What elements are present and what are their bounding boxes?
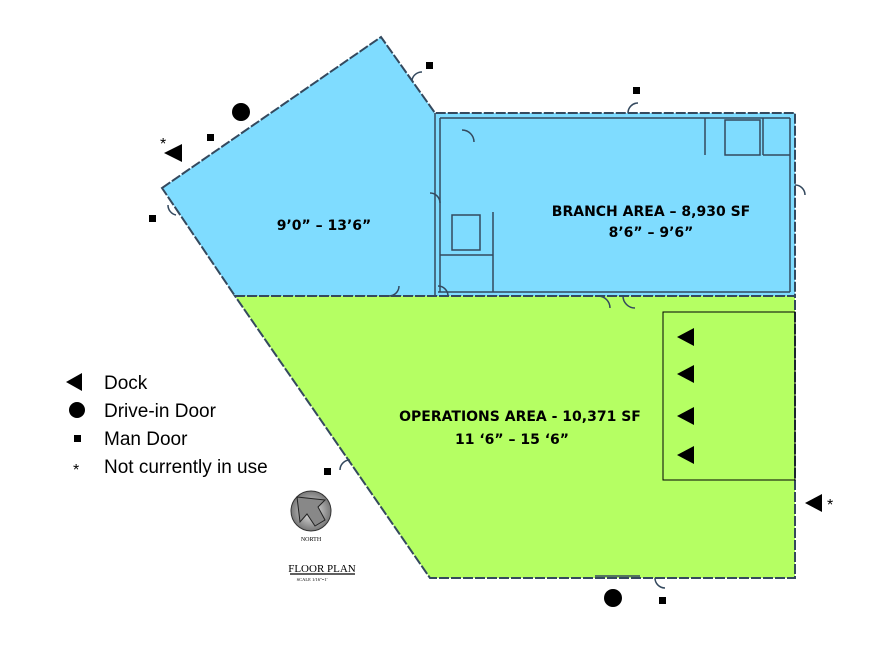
floor-plan-title: FLOOR PLAN	[288, 563, 356, 575]
branch-area-height: 8’6” – 9’6”	[609, 225, 694, 241]
asterisk-icon: *	[827, 497, 833, 514]
circle-icon	[69, 402, 85, 418]
north-arrow-icon	[296, 496, 327, 527]
operations-area-title: OPERATIONS AREA - 10,371 SF	[399, 409, 641, 425]
square-icon	[74, 435, 81, 442]
wing-height-label: 9’0” – 13’6”	[277, 218, 372, 234]
dock-markers	[164, 144, 822, 512]
drive-in-door-marker	[232, 103, 250, 121]
operations-area-region	[233, 295, 796, 579]
dock-triangle-icon	[66, 373, 82, 391]
branch-area-region	[160, 35, 796, 297]
asterisk-icon: *	[160, 136, 166, 153]
legend-label: Not currently in use	[104, 457, 268, 478]
interior-walls	[167, 71, 806, 589]
legend-label: Drive-in Door	[104, 401, 217, 422]
man-door-markers	[149, 62, 666, 604]
scale-label: SCALE 1/16"=1'	[297, 577, 328, 582]
operations-area-height: 11 ‘6” – 15 ‘6”	[455, 432, 569, 448]
legend: Dock Drive-in Door Man Door * Not curren…	[66, 373, 268, 479]
dock-triangle-icon	[677, 407, 694, 425]
asterisk-icon: *	[73, 462, 79, 479]
dock-triangle-icon	[677, 446, 694, 464]
compass-label: NORTH	[301, 537, 322, 543]
legend-label: Dock	[104, 373, 148, 394]
legend-label: Man Door	[104, 429, 188, 450]
north-compass: NORTH	[290, 490, 332, 543]
dock-triangle-icon	[677, 328, 694, 346]
dock-triangle-icon	[677, 365, 694, 383]
branch-area-title: BRANCH AREA – 8,930 SF	[552, 204, 750, 220]
dock-triangle-icon	[805, 494, 822, 512]
dock-triangle-icon	[164, 144, 182, 162]
drive-in-door-marker	[604, 589, 622, 607]
